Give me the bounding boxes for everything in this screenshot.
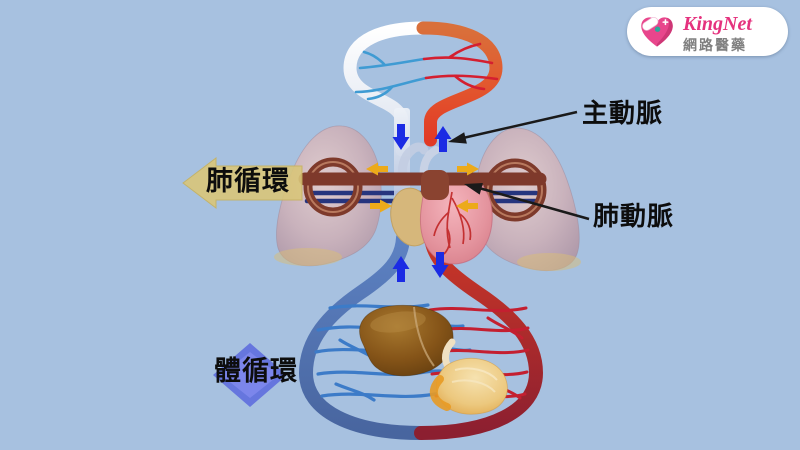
pulmonary-artery-band — [298, 170, 547, 200]
coronary-vessels — [433, 191, 472, 255]
heart-pill-icon — [641, 16, 673, 47]
left-lung-capillary-ring — [303, 157, 363, 217]
systemic-artery-tube — [414, 231, 544, 440]
head-capillaries — [354, 42, 499, 101]
aorta-label: 主動脈 — [582, 98, 664, 128]
systemic-loop — [298, 231, 544, 440]
left-lung — [274, 125, 382, 267]
stomach — [429, 338, 508, 415]
systemic-vein-tube — [298, 231, 428, 440]
head-loop-artery-side — [416, 21, 503, 147]
pulmonary-circulation-label: 肺循環 — [206, 166, 290, 196]
logo-subtitle-text: 網路醫藥 — [683, 37, 747, 53]
systemic-circulation-label: 體循環 — [214, 356, 298, 386]
pulmonary-artery-label: 肺動脈 — [593, 201, 675, 231]
aorta-pointer-arrow — [448, 110, 578, 144]
logo-brand-text: KingNet — [683, 13, 752, 35]
pulmonary-circulation-arrow-icon — [182, 156, 303, 210]
kingnet-logo: KingNet 網路醫藥 — [627, 7, 788, 56]
liver — [359, 305, 454, 377]
systemic-circulation-diamond-icon — [213, 343, 287, 407]
pulmonary-artery-pointer-arrow — [464, 183, 590, 221]
